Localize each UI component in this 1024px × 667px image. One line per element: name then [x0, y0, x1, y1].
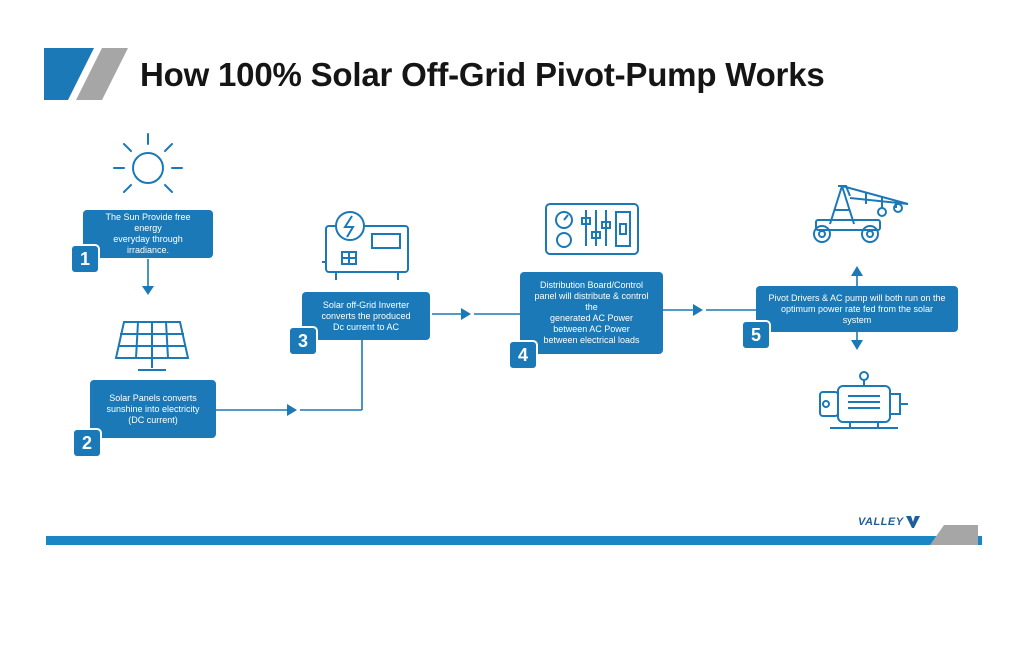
arrow-right-icon	[461, 308, 471, 320]
arrow-up-icon	[851, 266, 863, 276]
step-5-number: 5	[741, 320, 771, 350]
arrow-down-icon	[142, 286, 154, 295]
valley-v-icon	[905, 516, 920, 528]
pivot-irrigation-icon	[813, 185, 909, 243]
step-1-number: 1	[70, 244, 100, 274]
step-1-description: The Sun Provide free energy everyday thr…	[83, 210, 213, 258]
step-3-description: Solar off-Grid Inverter converts the pro…	[302, 292, 430, 340]
step-4-description: Distribution Board/Control panel will di…	[520, 272, 663, 354]
control-panel-icon	[545, 203, 639, 255]
valley-logo-text: VALLEY	[858, 516, 904, 528]
pump-motor-icon	[819, 371, 908, 429]
step-5-description: Pivot Drivers & AC pump will both run on…	[756, 286, 958, 332]
step-3-number: 3	[288, 326, 318, 356]
valley-logo: VALLEY	[858, 516, 920, 528]
footer-grey-accent	[930, 525, 978, 545]
sun-icon	[113, 133, 183, 193]
footer-bar	[46, 536, 982, 545]
step-2-number: 2	[72, 428, 102, 458]
arrow-right-icon	[287, 404, 297, 416]
page-title: How 100% Solar Off-Grid Pivot-Pump Works	[140, 56, 825, 93]
step-2-description: Solar Panels converts sunshine into elec…	[90, 380, 216, 438]
inverter-icon	[322, 211, 409, 280]
arrow-down-icon	[851, 340, 863, 350]
step-4-number: 4	[508, 340, 538, 370]
solar-panel-icon	[114, 321, 190, 371]
header-accent-shape	[44, 48, 128, 100]
arrow-right-icon	[693, 304, 703, 316]
